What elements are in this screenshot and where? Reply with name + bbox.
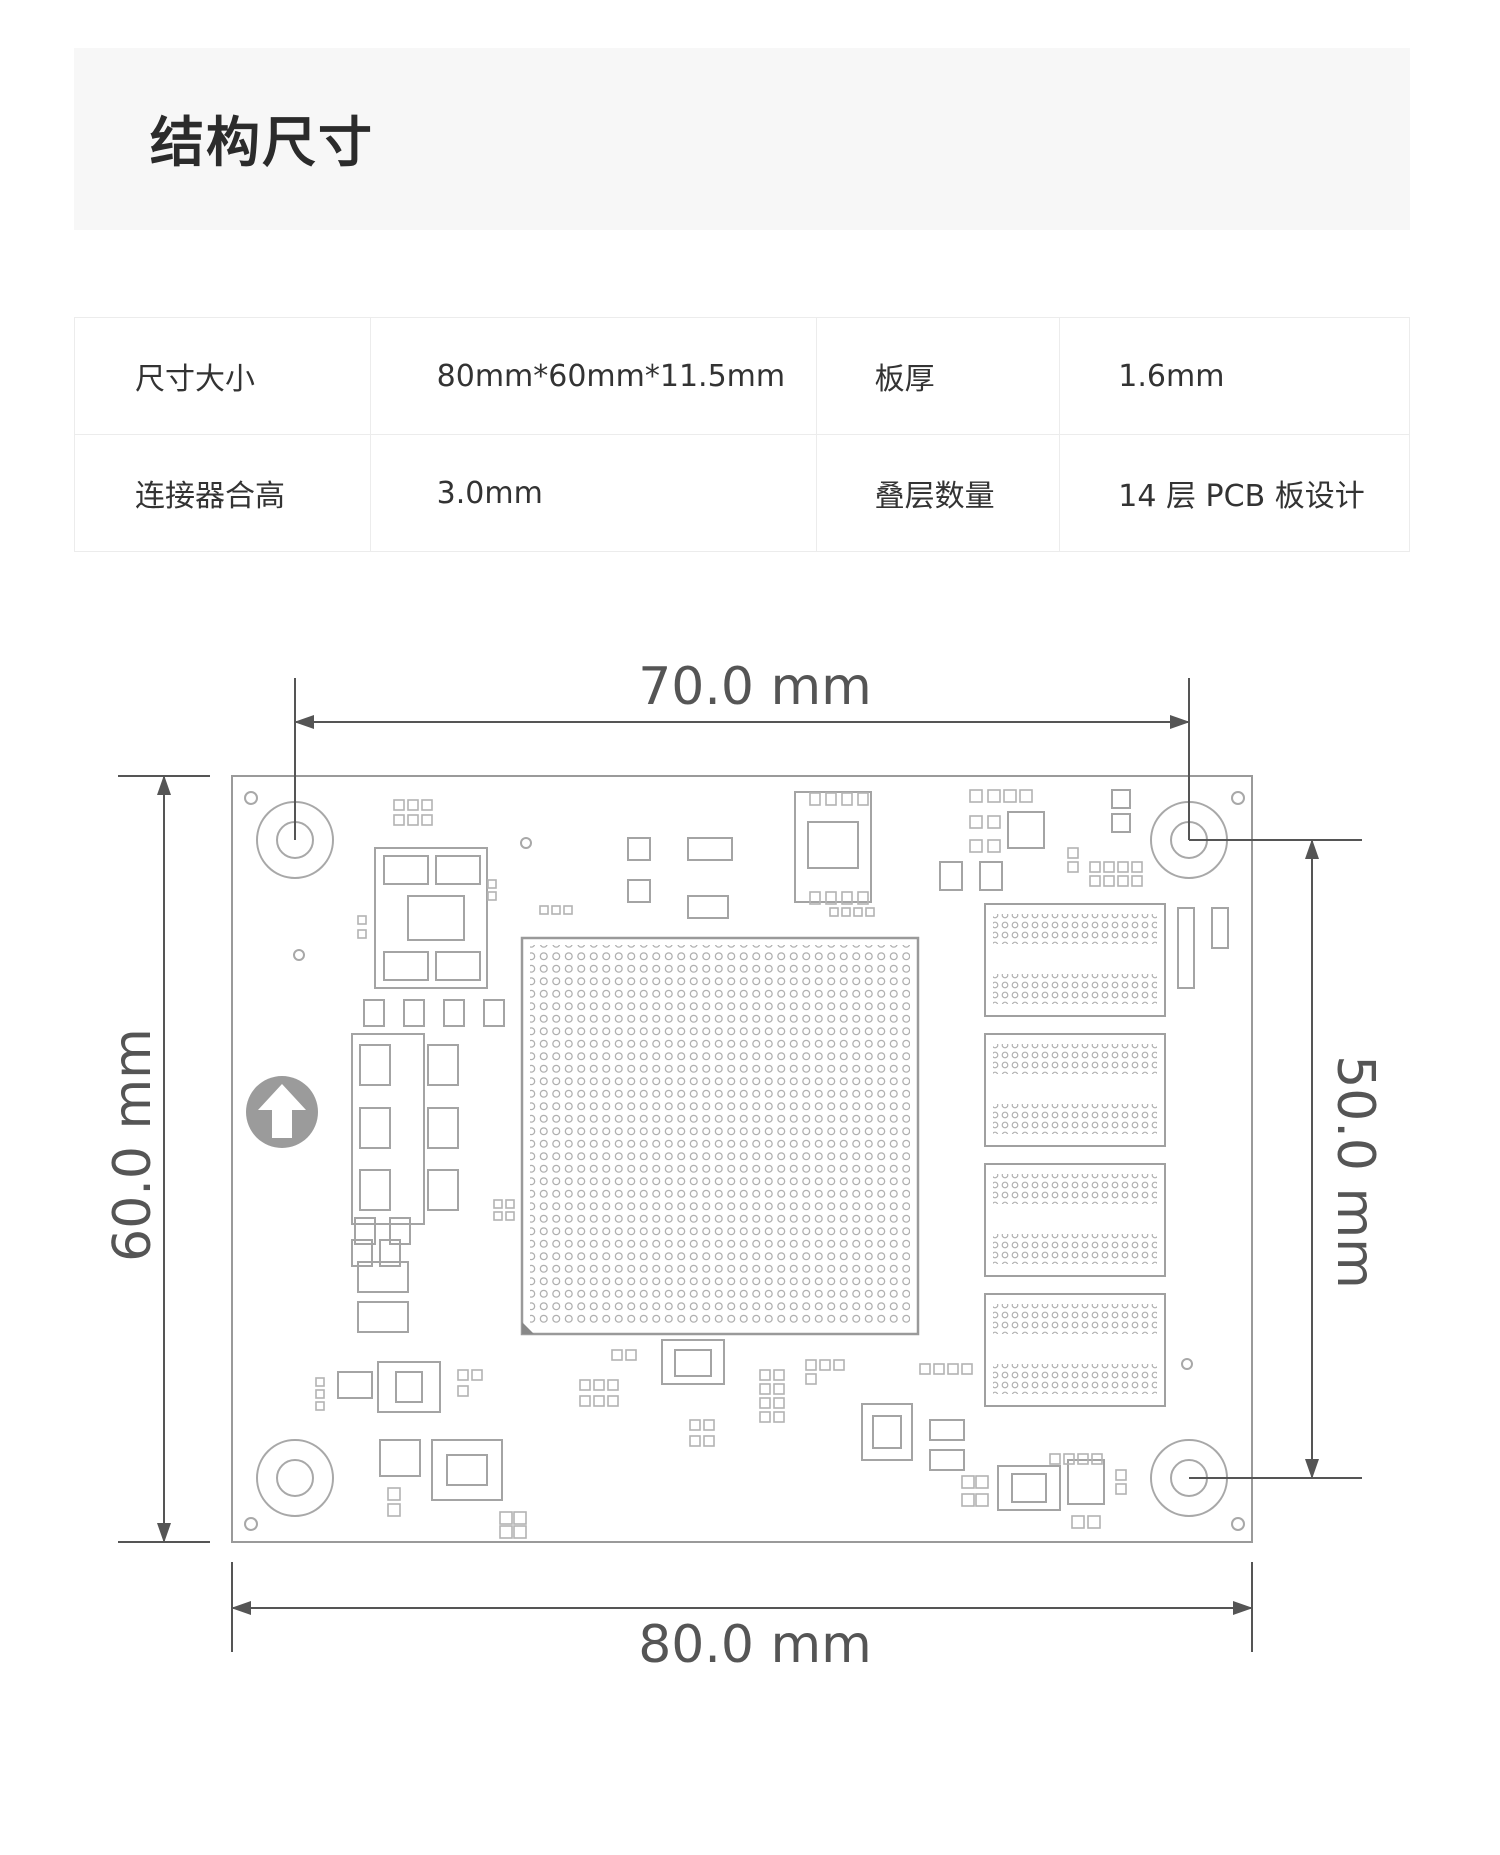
pcb-dimension-diagram: 70.0 mm 80.0 mm 60.0 mm 50.0 mm [103,657,1385,1675]
spec-value: 1.6mm [1059,317,1410,435]
table-row: 尺寸大小 80mm*60mm*11.5mm 板厚 1.6mm [74,317,1410,435]
spec-value: 3.0mm [369,434,817,552]
main-chip [520,936,920,1336]
spec-label: 尺寸大小 [74,317,371,435]
dimension-left-label: 60.0 mm [103,1028,163,1262]
section-header: 结构尺寸 [74,48,1410,230]
dimension-right-label: 50.0 mm [1325,1055,1385,1289]
dimension-top-label: 70.0 mm [638,657,872,717]
spec-label: 叠层数量 [815,434,1061,552]
spec-label: 板厚 [815,317,1061,435]
spec-value: 14 层 PCB 板设计 [1059,434,1410,552]
spec-label: 连接器合高 [74,434,371,552]
pcb-components [337,789,1229,1511]
dram-chips [984,903,1166,1407]
dimension-bottom-label: 80.0 mm [638,1615,872,1675]
spec-table: 尺寸大小 80mm*60mm*11.5mm 板厚 1.6mm 连接器合高 3.0… [74,317,1410,552]
pcb-pads [315,789,1143,1539]
spec-value: 80mm*60mm*11.5mm [369,317,817,435]
table-row: 连接器合高 3.0mm 叠层数量 14 层 PCB 板设计 [74,434,1410,552]
section-title: 结构尺寸 [150,111,374,174]
orientation-arrow-icon [246,1076,318,1148]
